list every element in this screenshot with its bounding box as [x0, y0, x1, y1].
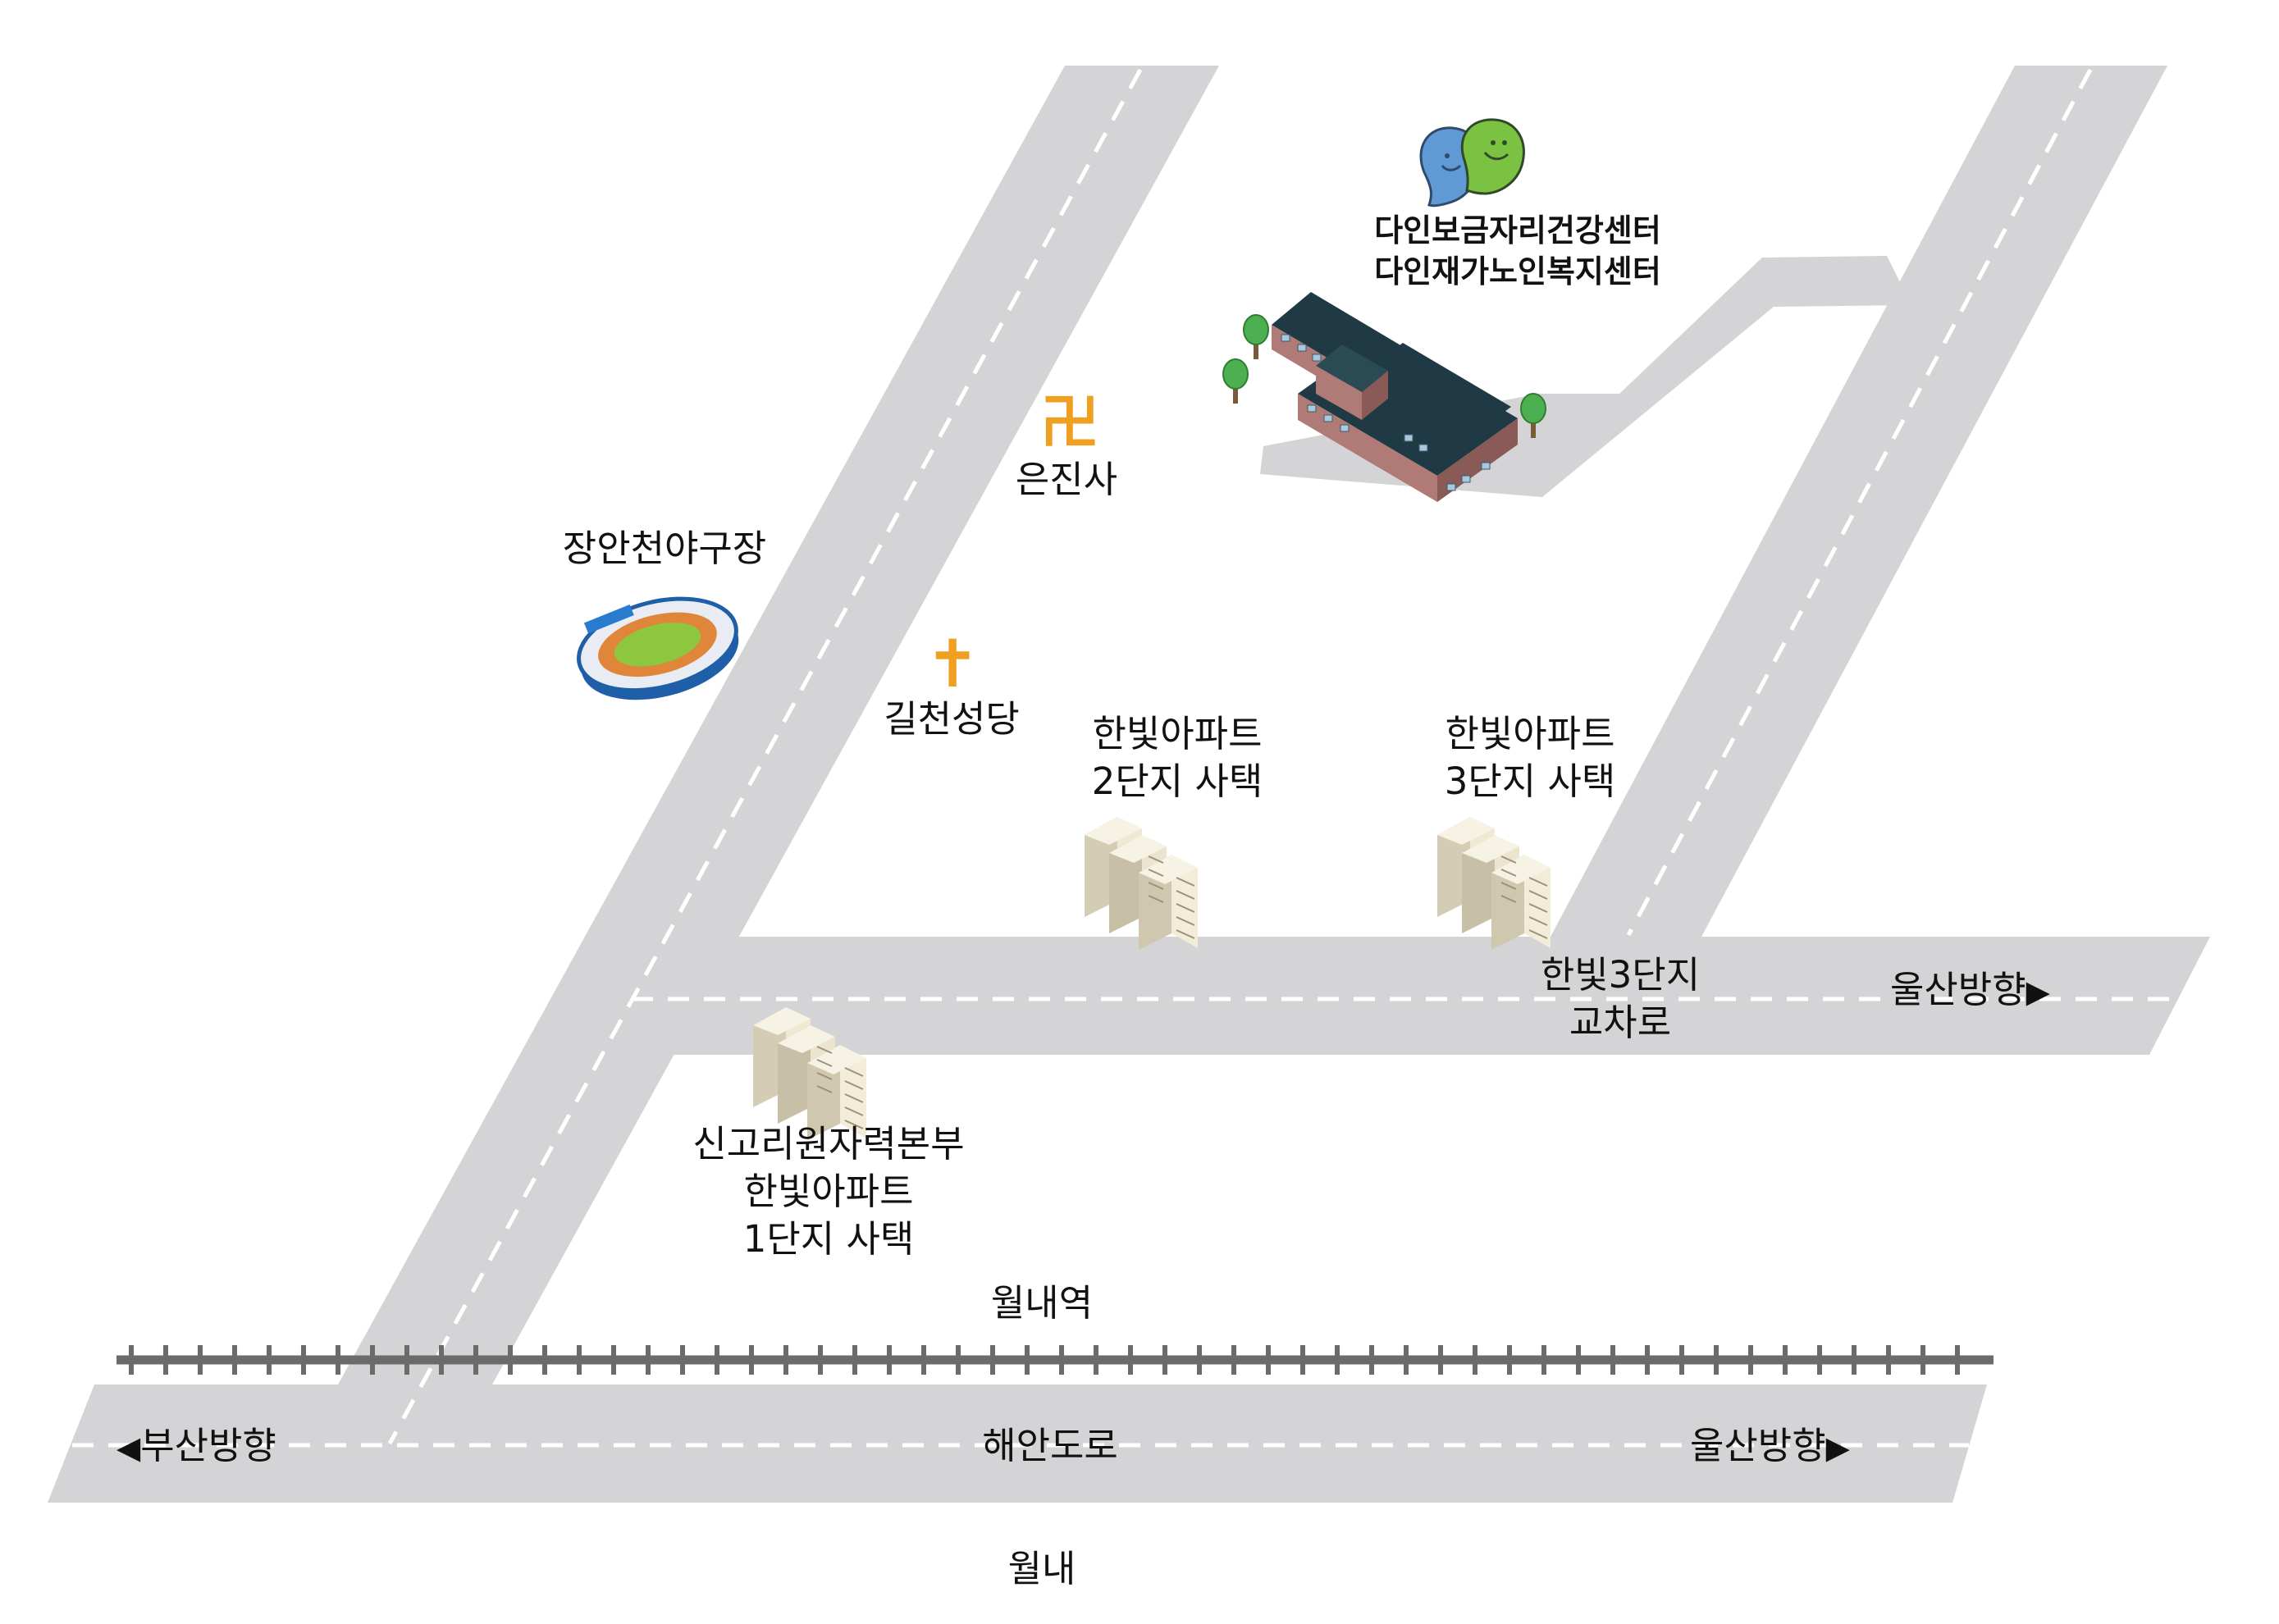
intersection-label-line1: 한빛3단지	[1540, 953, 1701, 997]
center-logo-icon	[1419, 118, 1525, 208]
road-center-lines	[72, 68, 2182, 1448]
main-diagonal-road	[338, 66, 1219, 1385]
stadium-icon	[577, 596, 739, 700]
right-road-center-line	[1626, 68, 2093, 937]
busan-direction: ◀부산방향	[116, 1422, 363, 1471]
tree-icon	[1520, 393, 1546, 438]
apartment-icon	[1085, 817, 1198, 950]
railway-icon	[116, 1345, 1994, 1375]
apt1-label-line2: 한빛아파트	[743, 1170, 914, 1213]
temple-label: 은진사	[1015, 458, 1118, 501]
temple-symbol-icon: 卍	[1039, 388, 1099, 457]
center-name-line1: 다인보금자리건강센터	[1374, 212, 1661, 249]
stadium-label: 장안천야구장	[562, 527, 767, 570]
arrow-right-icon: ▶	[1825, 1430, 1850, 1466]
church-label: 길천성당	[884, 697, 1020, 741]
ulsan-direction-middle: 울산방향▶	[1890, 966, 2136, 1015]
main-road-center-line	[387, 68, 1143, 1445]
arrow-right-icon: ▶	[2026, 974, 2050, 1010]
tree-icon	[1243, 314, 1269, 359]
apartment-icon	[753, 1007, 866, 1140]
center-building-icon	[1272, 292, 1518, 502]
intersection-label-line2: 교차로	[1569, 1001, 1672, 1044]
center-name-line2: 다인재가노인복지센터	[1374, 253, 1661, 290]
ulsan-direction-bottom: 울산방향▶	[1690, 1422, 1936, 1471]
apt2-label-line2: 2단지 사택	[1091, 760, 1263, 803]
coastal-road-label: 해안도로	[982, 1424, 1118, 1467]
arrow-left-icon: ◀	[116, 1430, 141, 1466]
apt1-label-line1: 신고리원자력본부	[692, 1122, 965, 1166]
apartment-icon	[1437, 817, 1551, 950]
district-label: 월내	[1007, 1547, 1076, 1590]
railway-station-label: 월내역	[990, 1281, 1094, 1325]
tree-icon	[1222, 358, 1249, 404]
busan-direction-label: 부산방향	[140, 1424, 276, 1467]
middle-horizontal-road	[673, 937, 2210, 1055]
apt2-label-line1: 한빛아파트	[1092, 712, 1263, 755]
apt3-label-line2: 3단지 사택	[1444, 760, 1616, 803]
ulsan-direction-middle-label: 울산방향	[1890, 968, 2026, 1011]
ulsan-direction-bottom-label: 울산방향	[1690, 1424, 1826, 1467]
apt1-label-line3: 1단지 사택	[742, 1217, 915, 1261]
apt3-label-line1: 한빛아파트	[1445, 712, 1615, 755]
church-cross-icon: ✝	[925, 626, 980, 702]
